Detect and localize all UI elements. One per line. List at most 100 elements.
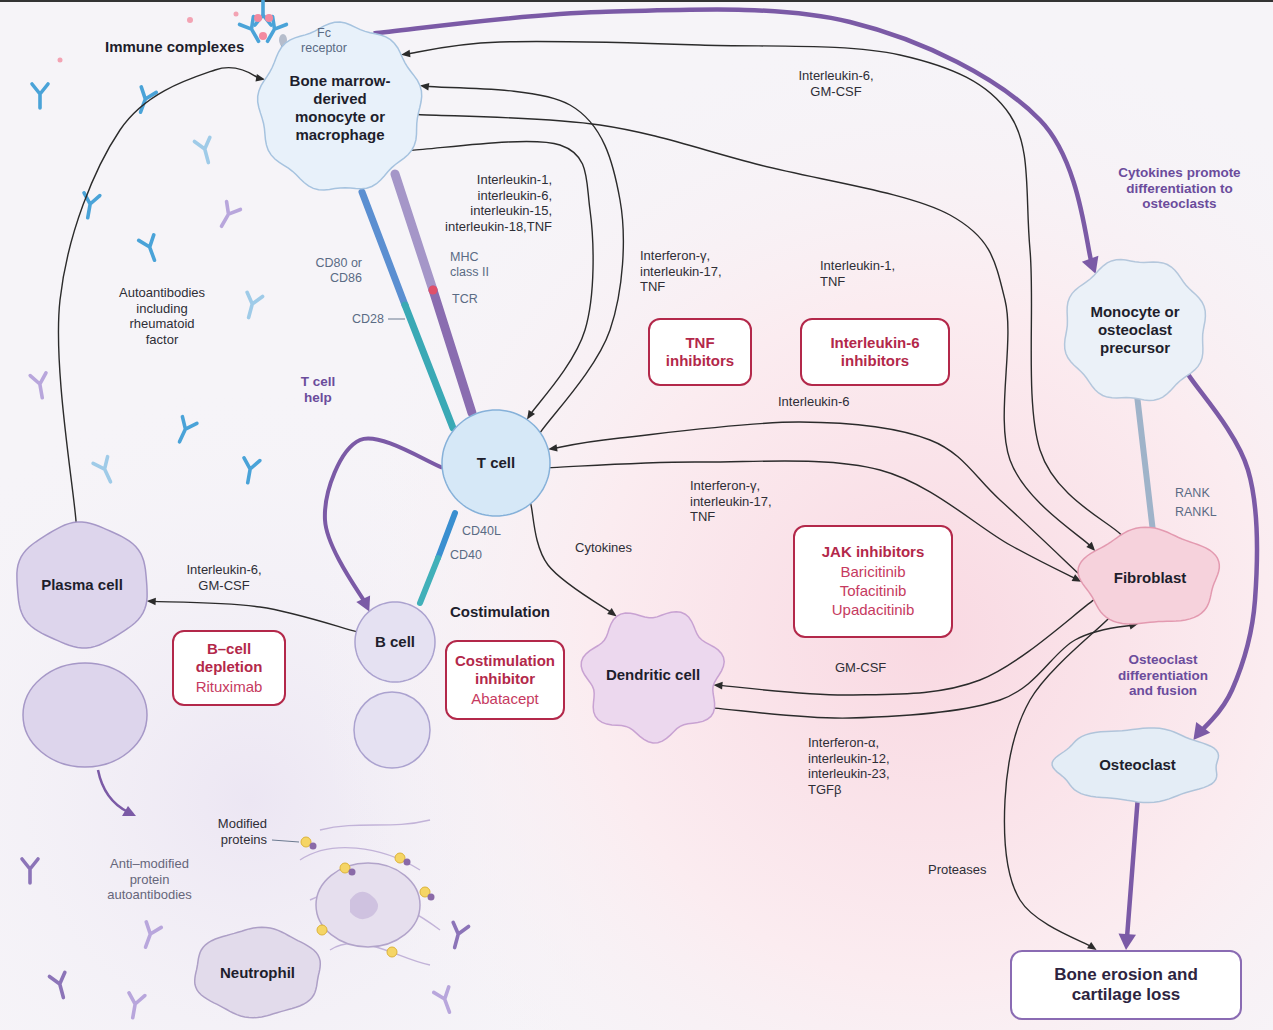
edge-label: Proteases	[928, 862, 987, 878]
neutrophil-cell: Neutrophil	[190, 925, 325, 1020]
text-group: Bone erosion and cartilage loss	[1024, 965, 1228, 1006]
text-group: TNF inhibitors	[658, 334, 742, 370]
node-title: Costimulation inhibitor	[455, 652, 555, 688]
edge-label: T cell help	[288, 374, 348, 405]
annotation: Modified proteins	[195, 816, 267, 847]
drug-box: JAK inhibitorsBaricitinib Tofacitinib Up…	[793, 525, 953, 638]
osteoclast-cell: Osteoclast	[1050, 725, 1225, 805]
connector-line	[58, 68, 258, 523]
edge-label: Interleukin-1, TNF	[820, 258, 910, 289]
connector	[1119, 802, 1138, 950]
arrow-head	[607, 608, 617, 617]
edge-label: Interferon-γ, interleukin-17, TNF	[640, 248, 735, 295]
edge-label: Interferon-α, interleukin-12, interleuki…	[808, 735, 910, 797]
receptor-label: CD80 or CD86	[290, 256, 362, 286]
text-group: JAK inhibitorsBaricitinib Tofacitinib Up…	[822, 543, 925, 619]
cell-body	[581, 612, 724, 743]
drug-box: Costimulation inhibitorAbatacept	[445, 640, 565, 720]
connector	[418, 115, 1095, 552]
outcome-box: Bone erosion and cartilage loss	[1010, 950, 1242, 1020]
connector	[374, 9, 1099, 273]
text-group: B cell	[375, 633, 415, 651]
b-cell: B cell	[353, 600, 437, 684]
connector-line	[1127, 802, 1138, 939]
connector	[1137, 399, 1152, 528]
edge-label: Cytokines	[575, 540, 632, 556]
connector-line	[325, 438, 442, 602]
drug-box: TNF inhibitors	[648, 318, 752, 386]
annotation: Autoantibodies including rheumatoid fact…	[112, 285, 212, 347]
text-group: Costimulation inhibitorAbatacept	[455, 652, 555, 709]
connector	[325, 438, 442, 611]
receptor-label: RANK	[1175, 486, 1210, 501]
plasma-cell: Plasma cell	[12, 520, 152, 650]
receptor-label: RANKL	[1175, 505, 1217, 520]
node-title: Bone erosion and cartilage loss	[1024, 965, 1228, 1006]
cell-body	[355, 602, 435, 682]
cell-body	[1052, 728, 1218, 803]
connector	[420, 83, 623, 433]
node-title: Dendritic cell	[606, 666, 700, 684]
connector-line	[1137, 399, 1152, 528]
edge-label: GM-CSF	[835, 660, 886, 676]
precursor-cell: Monocyte or osteoclast precursor	[1060, 255, 1210, 405]
arrow-head	[1193, 722, 1210, 740]
edge-label: Cytokines promote differentiation to ost…	[1112, 165, 1247, 212]
receptor-label: Fc receptor	[298, 26, 350, 56]
receptor-label: TCR	[452, 292, 478, 307]
group-label: Immune complexes	[105, 38, 244, 56]
text-group: Osteoclast	[1099, 756, 1176, 774]
node-title: JAK inhibitors	[822, 543, 925, 561]
arrow-head	[356, 595, 370, 611]
edge-label: Interleukin-1, interleukin-6, interleuki…	[432, 172, 552, 234]
node-title: B cell	[375, 633, 415, 651]
arrow-head	[1082, 256, 1099, 274]
arrow-head	[1087, 942, 1097, 950]
drug-box: Interleukin-6 inhibitors	[800, 318, 950, 386]
connector	[147, 598, 357, 632]
node-title: Monocyte or osteoclast precursor	[1079, 303, 1191, 357]
edge-label: Osteoclast differentiation and fusion	[1108, 652, 1218, 699]
text-group: Monocyte or osteoclast precursor	[1079, 303, 1191, 357]
text-group: Dendritic cell	[606, 666, 700, 684]
arrow-head	[1119, 933, 1137, 950]
t-cell: T cell	[440, 408, 552, 518]
receptor-label: MHC class II	[450, 250, 510, 280]
node-title: B–cell depletion	[182, 640, 276, 676]
connector-line	[412, 141, 593, 414]
cell-body	[1065, 260, 1206, 401]
node-title: Plasma cell	[41, 576, 123, 594]
cell-body	[442, 410, 550, 516]
arrow-head	[1086, 542, 1095, 551]
receptor-label: CD40	[450, 548, 482, 563]
text-group: Plasma cell	[41, 576, 123, 594]
node-title: Neutrophil	[220, 964, 295, 982]
node-title: Fibroblast	[1114, 569, 1187, 587]
receptor-label: CD28	[352, 312, 384, 327]
text-group: T cell	[477, 454, 515, 472]
text-group: B–cell depletionRituximab	[182, 640, 276, 697]
node-title: T cell	[477, 454, 515, 472]
cell-body	[1078, 527, 1219, 624]
connector-line	[426, 86, 623, 432]
text-group: Neutrophil	[220, 964, 295, 982]
node-title: Osteoclast	[1099, 756, 1176, 774]
dendritic-cell: Dendritic cell	[578, 605, 728, 745]
text-group: Bone marrow-derived monocyte or macropha…	[279, 72, 401, 144]
node-title: TNF inhibitors	[658, 334, 742, 370]
text-group: Interleukin-6 inhibitors	[810, 334, 940, 370]
edge-label: Interferon-γ, interleukin-17, TNF	[690, 478, 785, 525]
node-title: Interleukin-6 inhibitors	[810, 334, 940, 370]
cell-body	[17, 522, 147, 648]
cell-body	[258, 22, 422, 190]
connector-line	[531, 504, 612, 613]
node-detail: Rituximab	[182, 678, 276, 697]
connector-line	[715, 625, 1133, 718]
drug-box: B–cell depletionRituximab	[172, 630, 286, 706]
connector	[531, 504, 617, 617]
edge-label: Interleukin-6	[778, 394, 850, 410]
